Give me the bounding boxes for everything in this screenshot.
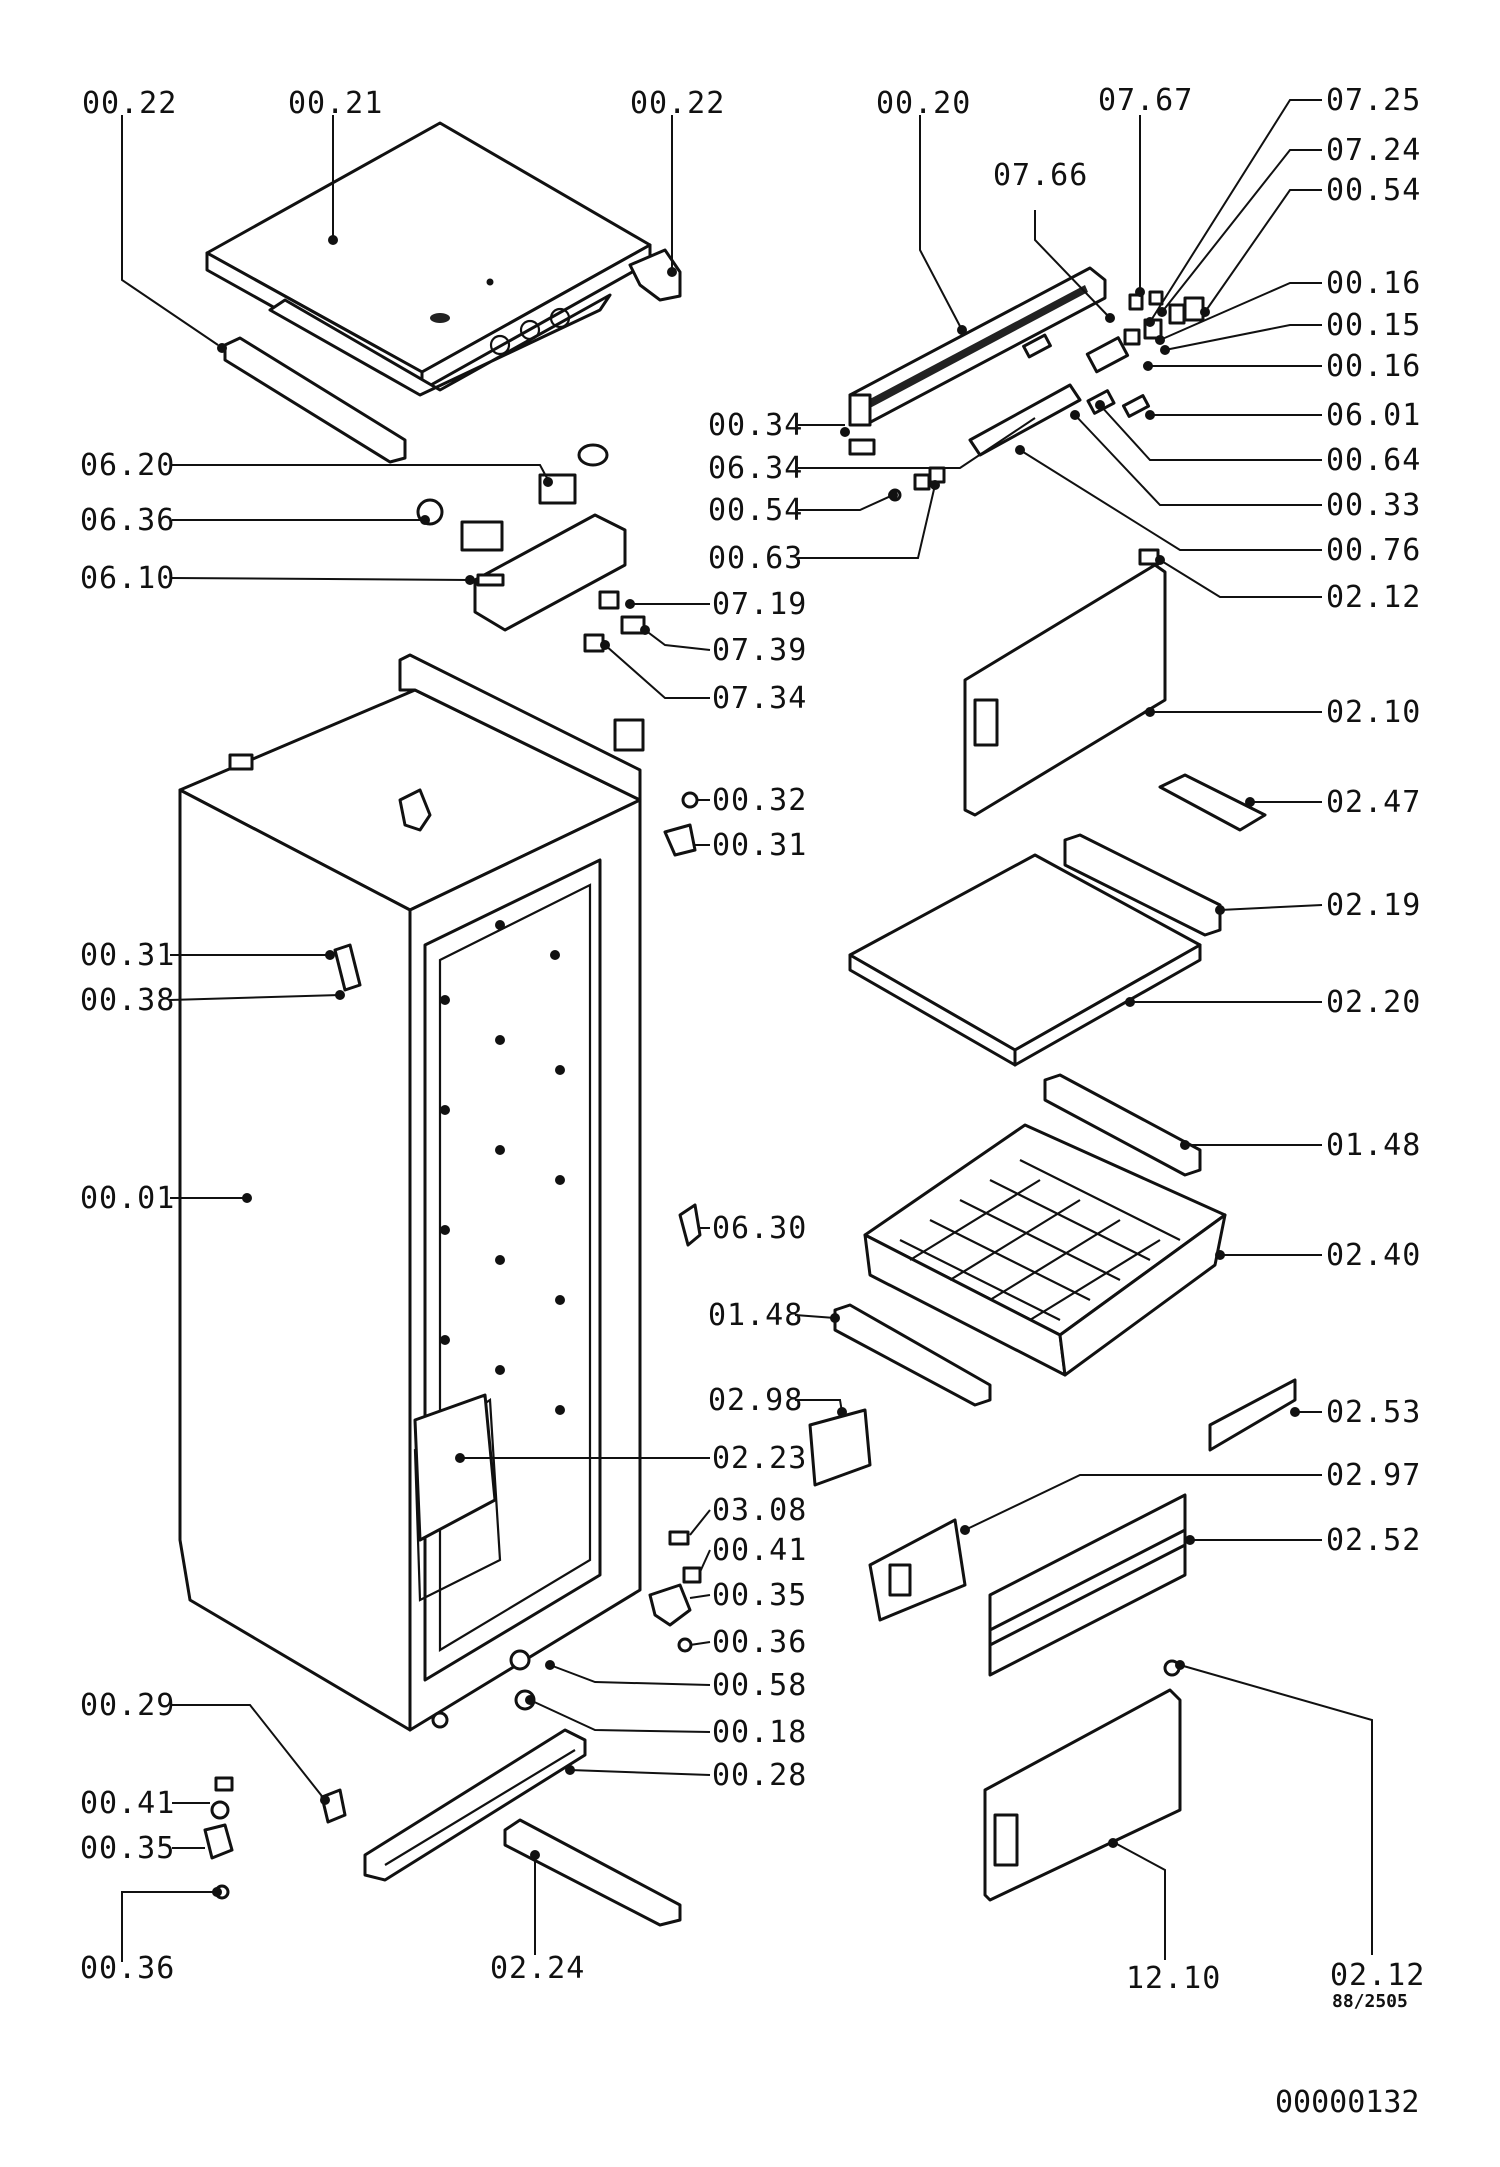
label-00-54-mid: 00.54 xyxy=(708,493,803,528)
label-02-20: 02.20 xyxy=(1326,985,1421,1020)
label-02-12-top: 02.12 xyxy=(1326,580,1421,615)
drawing-code: 88/2505 xyxy=(1332,1991,1408,2012)
label-00-35-right: 00.35 xyxy=(712,1578,807,1613)
part-thermostat-assembly xyxy=(416,443,627,632)
label-02-10: 02.10 xyxy=(1326,695,1421,730)
label-02-47: 02.47 xyxy=(1326,785,1421,820)
label-07-19: 07.19 xyxy=(712,587,807,622)
label-00-29: 00.29 xyxy=(80,1688,175,1723)
label-00-63: 00.63 xyxy=(708,541,803,576)
label-06-34: 06.34 xyxy=(708,451,803,486)
part-drawer-front-trim xyxy=(1208,1378,1297,1452)
label-00-31-left: 00.31 xyxy=(80,938,175,973)
label-00-34: 00.34 xyxy=(708,408,803,443)
label-00-22-left: 00.22 xyxy=(82,86,177,121)
part-bottom-rail xyxy=(503,1818,682,1927)
label-01-48-upper: 01.48 xyxy=(1326,1128,1421,1163)
part-wire-basket xyxy=(863,1123,1227,1377)
part-drawer-rail-lower xyxy=(833,1303,992,1407)
part-grommet xyxy=(678,1203,702,1247)
part-hinge-clip-right xyxy=(628,248,682,302)
part-drawer-front xyxy=(988,1493,1187,1677)
label-00-16-top: 00.16 xyxy=(1326,266,1421,301)
label-00-21: 00.21 xyxy=(288,86,383,121)
label-06-36: 06.36 xyxy=(80,503,175,538)
label-02-53: 02.53 xyxy=(1326,1395,1421,1430)
label-00-36-right: 00.36 xyxy=(712,1625,807,1660)
part-kick-plate xyxy=(363,1728,587,1882)
label-07-25: 07.25 xyxy=(1326,83,1421,118)
part-shelf-rail xyxy=(1063,833,1222,937)
label-03-08: 03.08 xyxy=(712,1493,807,1528)
part-switch-cluster xyxy=(848,290,1205,502)
label-01-48-lower: 01.48 xyxy=(708,1298,803,1333)
label-00-16-bottom: 00.16 xyxy=(1326,349,1421,384)
label-00-36-left: 00.36 xyxy=(80,1951,175,1986)
part-lower-flap xyxy=(983,1659,1182,1902)
label-02-97: 02.97 xyxy=(1326,1458,1421,1493)
label-00-18: 00.18 xyxy=(712,1715,807,1750)
part-foot-clip xyxy=(320,1788,347,1824)
part-cover-plate xyxy=(808,1408,872,1487)
label-02-23: 02.23 xyxy=(712,1441,807,1476)
label-00-38: 00.38 xyxy=(80,983,175,1018)
part-hinge-bracket xyxy=(868,1518,967,1622)
label-00-58: 00.58 xyxy=(712,1668,807,1703)
part-screws-hinge xyxy=(333,791,699,992)
part-drawer-rail-upper xyxy=(1043,1073,1202,1177)
label-00-41-right: 00.41 xyxy=(712,1533,807,1568)
label-07-66: 07.66 xyxy=(993,158,1088,193)
part-cabinet xyxy=(178,653,645,1732)
label-00-35-left: 00.35 xyxy=(80,1831,175,1866)
label-06-01: 06.01 xyxy=(1326,398,1421,433)
label-02-19: 02.19 xyxy=(1326,888,1421,923)
label-00-33: 00.33 xyxy=(1326,488,1421,523)
part-top-cover xyxy=(205,121,652,397)
label-00-22-right: 00.22 xyxy=(630,86,725,121)
label-02-52: 02.52 xyxy=(1326,1523,1421,1558)
label-02-98: 02.98 xyxy=(708,1383,803,1418)
part-freezer-flap xyxy=(963,548,1167,817)
leader-lines xyxy=(121,99,1373,1962)
label-00-41-left: 00.41 xyxy=(80,1786,175,1821)
label-00-28: 00.28 xyxy=(712,1758,807,1793)
label-02-24: 02.24 xyxy=(490,1951,585,1986)
label-12-10: 12.10 xyxy=(1126,1961,1221,1996)
label-06-20: 06.20 xyxy=(80,448,175,483)
part-glass-shelf xyxy=(848,853,1202,1067)
label-07-24: 07.24 xyxy=(1326,133,1421,168)
label-00-15: 00.15 xyxy=(1326,308,1421,343)
label-00-01: 00.01 xyxy=(80,1181,175,1216)
label-00-31-right: 00.31 xyxy=(712,828,807,863)
part-trim-bar-top xyxy=(223,336,407,464)
label-02-12-bottom: 02.12 xyxy=(1330,1958,1425,1993)
label-06-10: 06.10 xyxy=(80,561,175,596)
label-07-34: 07.34 xyxy=(712,681,807,716)
label-00-64: 00.64 xyxy=(1326,443,1421,478)
label-07-67: 07.67 xyxy=(1098,83,1193,118)
label-00-76: 00.76 xyxy=(1326,533,1421,568)
label-00-20: 00.20 xyxy=(876,86,971,121)
document-id: 00000132 xyxy=(1275,2085,1420,2120)
part-handle xyxy=(1158,773,1267,832)
label-00-54-top: 00.54 xyxy=(1326,173,1421,208)
label-00-32: 00.32 xyxy=(712,783,807,818)
label-02-40: 02.40 xyxy=(1326,1238,1421,1273)
label-07-39: 07.39 xyxy=(712,633,807,668)
part-small-switches xyxy=(583,590,646,653)
part-door-hinge-left xyxy=(203,1776,234,1900)
part-number-labels: 00.22 00.21 00.22 00.20 07.67 07.25 07.2… xyxy=(80,83,1425,2012)
label-06-30: 06.30 xyxy=(712,1211,807,1246)
part-control-panel-bar xyxy=(848,266,1107,427)
